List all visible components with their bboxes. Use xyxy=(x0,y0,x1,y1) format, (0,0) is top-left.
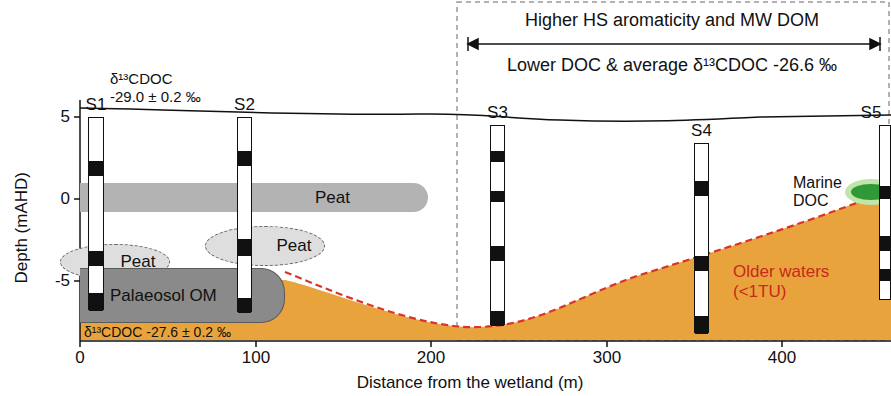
screen-segment xyxy=(89,293,103,311)
tick-label: 300 xyxy=(593,348,621,368)
double-arrow xyxy=(468,37,880,51)
screen-segment xyxy=(238,298,251,313)
tick-label: 200 xyxy=(417,348,445,368)
older-waters-zone: Older waters (<1TU) xyxy=(733,262,863,306)
screen-segment xyxy=(880,269,890,281)
well: S1 xyxy=(88,117,104,310)
screen-segment xyxy=(491,311,504,326)
screen-segment xyxy=(89,251,103,266)
layer-label: Older waters (<1TU) xyxy=(733,262,863,301)
layer-label: Peat xyxy=(277,236,312,256)
well-label: S4 xyxy=(691,121,712,141)
screen-segment xyxy=(491,191,504,202)
well: S4 xyxy=(694,143,709,333)
tick-label: -5 xyxy=(55,271,70,291)
zone-note: Higher HS aromaticity and MW DOM xyxy=(525,10,819,31)
screen-segment xyxy=(238,151,251,166)
screen-segment xyxy=(695,256,708,271)
screen-segment xyxy=(491,246,504,261)
screen-segment xyxy=(695,181,708,196)
peat-layer: Peat xyxy=(80,183,428,212)
peat-lens: Peat xyxy=(205,226,325,266)
x-axis xyxy=(80,340,891,342)
marine-blob xyxy=(851,184,891,200)
screen-segment xyxy=(89,161,103,176)
well-label: S1 xyxy=(86,95,107,115)
axis-title: Distance from the wetland (m) xyxy=(357,373,584,393)
older-water-zone xyxy=(80,190,891,340)
screen-segment xyxy=(695,316,708,334)
screen-segment xyxy=(491,151,504,162)
isotope-value: δ¹³CDOC -29.0 ± 0.2 ‰ xyxy=(110,70,210,106)
well-label: S5 xyxy=(861,103,882,123)
layer-label: Marine DOC xyxy=(793,174,861,209)
tick-label: 0 xyxy=(75,348,84,368)
zone-note: Lower DOC & average δ¹³CDOC -26.6 ‰ xyxy=(507,55,837,76)
tick-label: 5 xyxy=(61,107,70,127)
tick-label: 0 xyxy=(61,189,70,209)
axis-title: Depth (mAHD) xyxy=(12,172,32,283)
well-label: S3 xyxy=(487,103,508,123)
ticks xyxy=(74,117,782,347)
tick-label: 100 xyxy=(242,348,270,368)
palaeosol-layer: Palaeosol OM xyxy=(80,268,285,323)
screen-segment xyxy=(880,186,890,199)
well-label: S2 xyxy=(234,95,255,115)
screen-segment xyxy=(880,236,890,251)
well: S2 xyxy=(237,117,252,312)
screen-segment xyxy=(238,239,251,256)
ground-surface xyxy=(80,108,891,121)
layer-label: Palaeosol OM xyxy=(110,286,217,306)
well: S5 xyxy=(879,125,891,300)
isotope-value: δ¹³CDOC -27.6 ± 0.2 ‰ xyxy=(84,324,231,340)
well: S3 xyxy=(490,125,505,325)
layer-label: Peat xyxy=(315,188,350,208)
marine-doc: Marine DOC xyxy=(793,174,861,216)
tick-label: 400 xyxy=(768,348,796,368)
